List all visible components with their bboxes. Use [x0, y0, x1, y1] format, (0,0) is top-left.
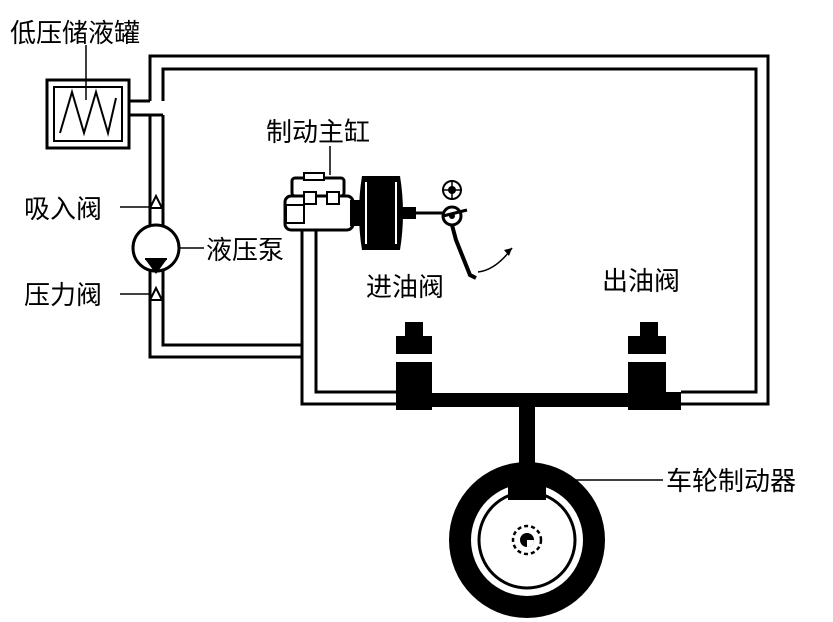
low-pressure-reservoir [45, 78, 131, 150]
pressure-valve-icon [148, 285, 164, 301]
reservoir-label: 低压储液罐 [10, 19, 140, 49]
master-cylinder-label: 制动主缸 [266, 118, 370, 148]
brake-lines [432, 393, 628, 470]
brake-pedal [441, 180, 513, 280]
outlet-valve [628, 322, 681, 410]
master-cylinder [283, 172, 355, 232]
pump-label: 液压泵 [206, 236, 284, 266]
hydraulic-pump [131, 223, 181, 274]
inlet-valve [396, 322, 432, 410]
pipe-lines [129, 54, 770, 406]
outlet-valve-label: 出油阀 [602, 267, 680, 297]
wheel-brake-label: 车轮制动器 [666, 467, 796, 497]
wheel-hub-icon [511, 524, 543, 556]
brake-booster [350, 176, 450, 250]
suction-valve-icon [148, 193, 164, 209]
suction-valve-label: 吸入阀 [24, 195, 102, 225]
inlet-valve-label: 进油阀 [366, 273, 444, 303]
pressure-valve-label: 压力阀 [24, 281, 102, 311]
